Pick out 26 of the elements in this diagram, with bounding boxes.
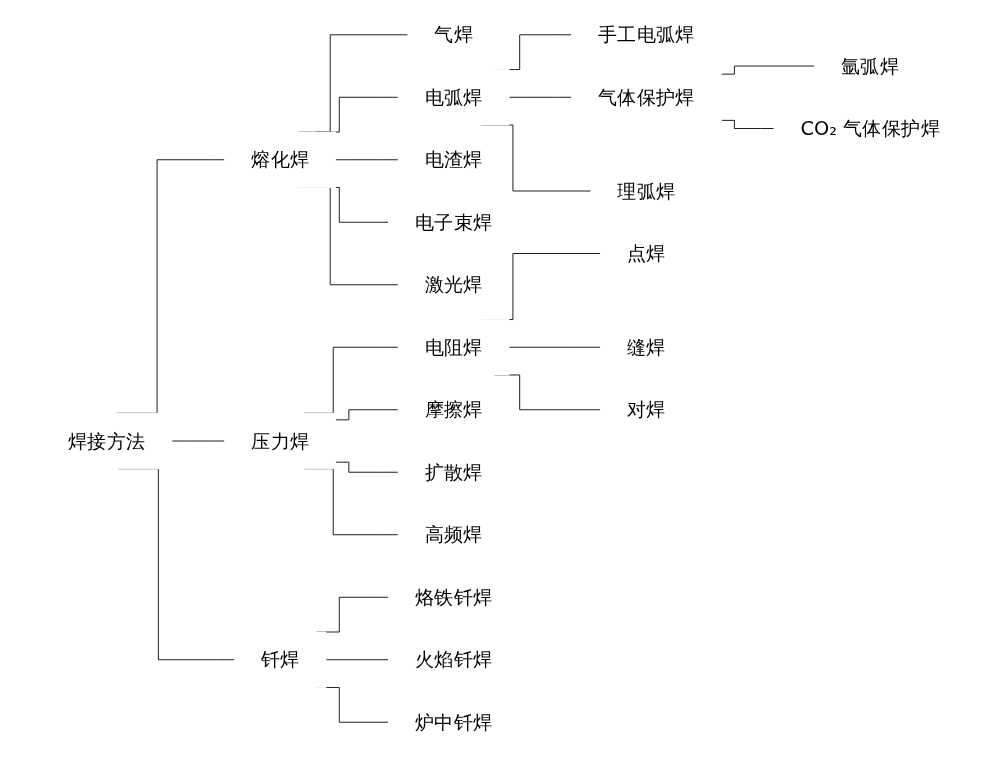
connector <box>720 119 775 129</box>
node-text: 点焊 <box>627 242 666 265</box>
connector <box>720 65 816 75</box>
node-text: 激光焊 <box>424 273 483 296</box>
connector <box>508 96 572 98</box>
node-text: 气体保护焊 <box>597 86 695 109</box>
node-text: 缝焊 <box>627 336 666 359</box>
node-text: 理弧焊 <box>617 180 676 203</box>
connector <box>335 409 399 421</box>
node-text: 电子束焊 <box>414 211 493 234</box>
node-text: 烙铁钎焊 <box>414 586 493 609</box>
node-text: 扩散焊 <box>424 461 483 484</box>
node-text: 电渣焊 <box>424 148 483 171</box>
connector <box>335 461 399 473</box>
node-text: 高频焊 <box>424 523 483 546</box>
node-text: 火焰钎焊 <box>414 648 493 671</box>
node-text: 摩擦焊 <box>424 398 483 421</box>
node-text: CO₂ 气体保护焊 <box>800 117 940 140</box>
connector <box>335 159 399 161</box>
node-text: 手工电弧焊 <box>597 23 695 46</box>
connector <box>325 659 389 661</box>
connector <box>508 346 602 348</box>
node-text: 对焊 <box>627 398 666 421</box>
node-text: 气焊 <box>434 23 473 46</box>
node-text: 炉中钎焊 <box>414 711 493 734</box>
node-text: 氩弧焊 <box>841 55 900 78</box>
